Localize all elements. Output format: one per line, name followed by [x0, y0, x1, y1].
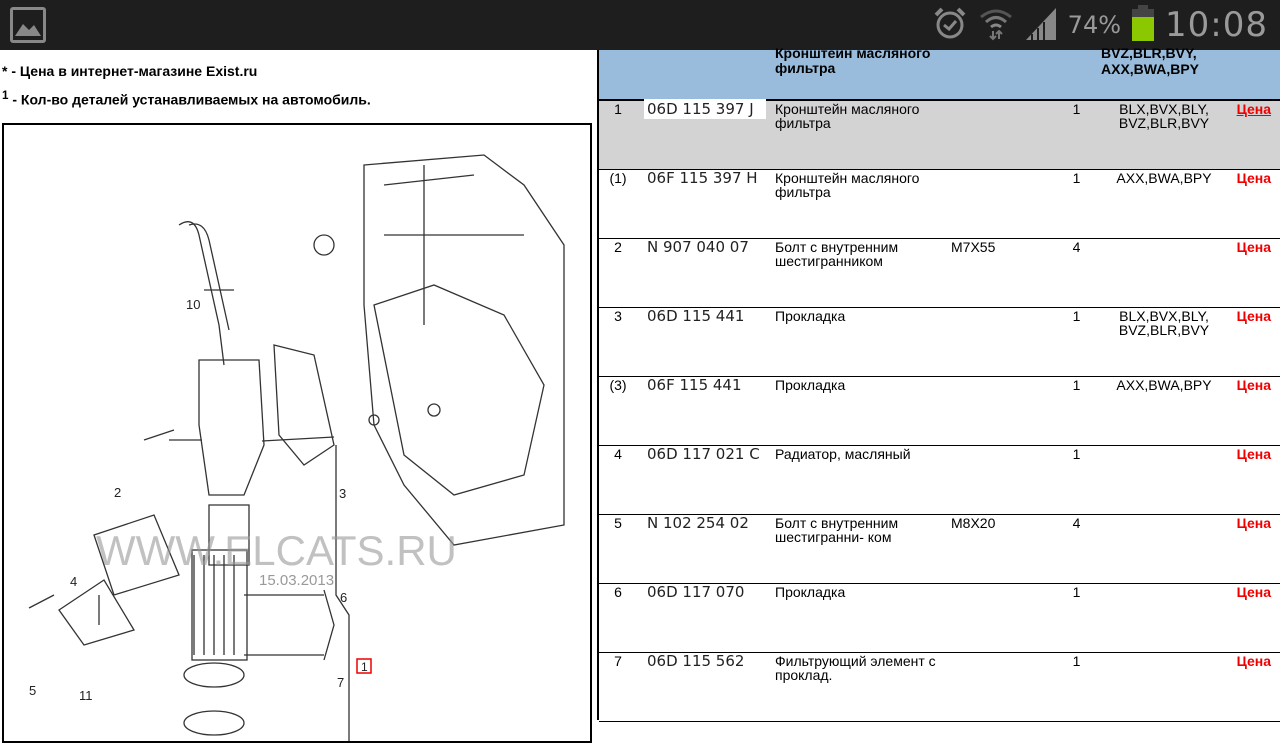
table-row[interactable]: 6 06D 117 070 Прокладка 1 Цена [599, 583, 1280, 653]
part-name: Кронштейн масляного фильтра [775, 170, 920, 200]
engines: AXX,BWA,BPY [1116, 377, 1212, 393]
quantity: 1 [1072, 101, 1081, 117]
parts-table: Кронштеин масляного фильтра BVZ,BLR,BVY,… [597, 46, 1280, 722]
table-row[interactable]: 7 06D 115 562 Фильтрующий элемент с прокла… [599, 652, 1280, 722]
table-row[interactable]: 2 N 907 040 07 Болт с внутренним шестигран… [599, 238, 1280, 308]
wifi-icon [978, 5, 1014, 46]
part-spec: M8X20 [951, 515, 996, 531]
row-number: 5 [614, 515, 622, 531]
row-number: 7 [614, 653, 622, 669]
price-link[interactable]: Цена [1236, 101, 1271, 117]
part-number: 06D 117 021 C [647, 445, 760, 463]
quantity: 1 [1072, 584, 1081, 600]
part-number: 06F 115 441 [647, 376, 742, 394]
part-number: N 102 254 02 [647, 514, 749, 532]
qty-note: 1 - Кол-во деталей устанавливаемых на ав… [2, 89, 371, 108]
table-row[interactable]: 5 N 102 254 02 Болт с внутренним шестигран… [599, 514, 1280, 584]
status-bar: 74% 10:08 [0, 0, 1280, 50]
diagram-label-6: 6 [340, 590, 347, 605]
row-number: 6 [614, 584, 622, 600]
price-link[interactable]: Цена [1236, 377, 1271, 393]
quantity: 4 [1072, 515, 1081, 531]
diagram-label-11: 11 [79, 688, 93, 703]
row-number: 1 [614, 101, 622, 117]
table-row[interactable]: 3 06D 115 441 Прокладка 1 BLX,BVX,BLY, BVZ,B… [599, 307, 1280, 377]
diagram-label-1[interactable]: 1 [361, 660, 368, 674]
left-panel: * - Цена в интернет-магазине Exist.ru 1 … [0, 50, 597, 743]
part-spec: M7X55 [951, 239, 996, 255]
diagram-label-3: 3 [339, 486, 346, 501]
price-link[interactable]: Цена [1236, 170, 1271, 186]
part-number: 06D 117 070 [647, 583, 745, 601]
watermark: WWW.ELCATS.RU [96, 527, 457, 574]
alarm-icon [932, 5, 968, 46]
part-name: Болт с внутренним шестигранни- ком [775, 515, 899, 545]
header-engines-2: AXX,BWA,BPY [1101, 61, 1200, 77]
quantity: 1 [1072, 653, 1081, 669]
price-link[interactable]: Цена [1236, 584, 1271, 600]
diagram-label-2: 2 [114, 485, 121, 500]
quantity: 1 [1072, 446, 1081, 462]
row-number: (3) [609, 377, 627, 393]
quantity: 1 [1072, 170, 1081, 186]
quantity: 1 [1072, 308, 1081, 324]
part-number: 06F 115 397 H [647, 169, 758, 187]
diagram-label-10: 10 [186, 297, 200, 312]
part-name: Прокладка [775, 377, 846, 393]
part-name: Прокладка [775, 584, 846, 600]
quantity: 4 [1072, 239, 1081, 255]
part-name: Болт с внутренним шестигранником [775, 239, 899, 269]
header-engines-1: BVZ,BLR,BVY, [1101, 45, 1197, 61]
part-name: Радиатор, масляный [775, 446, 911, 462]
battery-percent: 74% [1067, 11, 1122, 39]
battery-icon [1131, 4, 1155, 46]
diagram-label-4: 4 [70, 574, 77, 589]
part-name: Кронштейн масляного фильтра [775, 101, 920, 131]
row-number: 3 [614, 308, 622, 324]
clock: 10:08 [1165, 5, 1268, 45]
parts-diagram[interactable]: 10 2 3 4 5 11 6 7 1 WWW.ELCATS.RU 15.03.… [2, 123, 592, 743]
table-row[interactable]: 4 06D 117 021 C Радиатор, масляный 1 Цена [599, 445, 1280, 515]
table-row[interactable]: (1) 06F 115 397 H Кронштейн масляного филь… [599, 169, 1280, 239]
part-number: 06D 115 441 [647, 307, 745, 325]
quantity: 1 [1072, 377, 1081, 393]
row-number: (1) [609, 170, 627, 186]
header-name: Кронштеин масляного фильтра [775, 45, 931, 76]
row-number: 4 [614, 446, 622, 462]
row-number: 2 [614, 239, 622, 255]
diagram-label-5: 5 [29, 683, 36, 698]
diagram-label-7: 7 [337, 675, 344, 690]
table-header-row: Кронштеин масляного фильтра BVZ,BLR,BVY,… [599, 46, 1280, 101]
table-row[interactable]: 1 06D 115 397 J Кронштейн масляного фильтр… [599, 99, 1280, 170]
part-name: Фильтрующий элемент с проклад. [775, 653, 936, 683]
engines: BLX,BVX,BLY, BVZ,BLR,BVY [1118, 101, 1210, 131]
gallery-icon [10, 7, 46, 43]
qty-sup: 1 [2, 89, 9, 102]
price-link[interactable]: Цена [1236, 515, 1271, 531]
engines: AXX,BWA,BPY [1116, 170, 1212, 186]
diagram-drawing: 10 2 3 4 5 11 6 7 1 WWW.ELCATS.RU 15.03.… [28, 154, 565, 741]
price-link[interactable]: Цена [1236, 653, 1271, 669]
part-name: Прокладка [775, 308, 846, 324]
price-link[interactable]: Цена [1236, 446, 1271, 462]
signal-icon [1024, 6, 1058, 45]
part-number: N 907 040 07 [647, 238, 749, 256]
part-number: 06D 115 397 J [644, 99, 766, 119]
price-link[interactable]: Цена [1236, 239, 1271, 255]
table-row[interactable]: (3) 06F 115 441 Прокладка 1 AXX,BWA,BPY Цена [599, 376, 1280, 446]
qty-note-text: - Кол-во деталей устанавливаемых на авто… [8, 91, 371, 108]
price-note: * - Цена в интернет-магазине Exist.ru [2, 63, 258, 79]
diagram-date: 15.03.2013 [259, 572, 334, 589]
engines: BLX,BVX,BLY, BVZ,BLR,BVY [1118, 308, 1210, 338]
price-link[interactable]: Цена [1236, 308, 1271, 324]
part-number: 06D 115 562 [647, 652, 745, 670]
